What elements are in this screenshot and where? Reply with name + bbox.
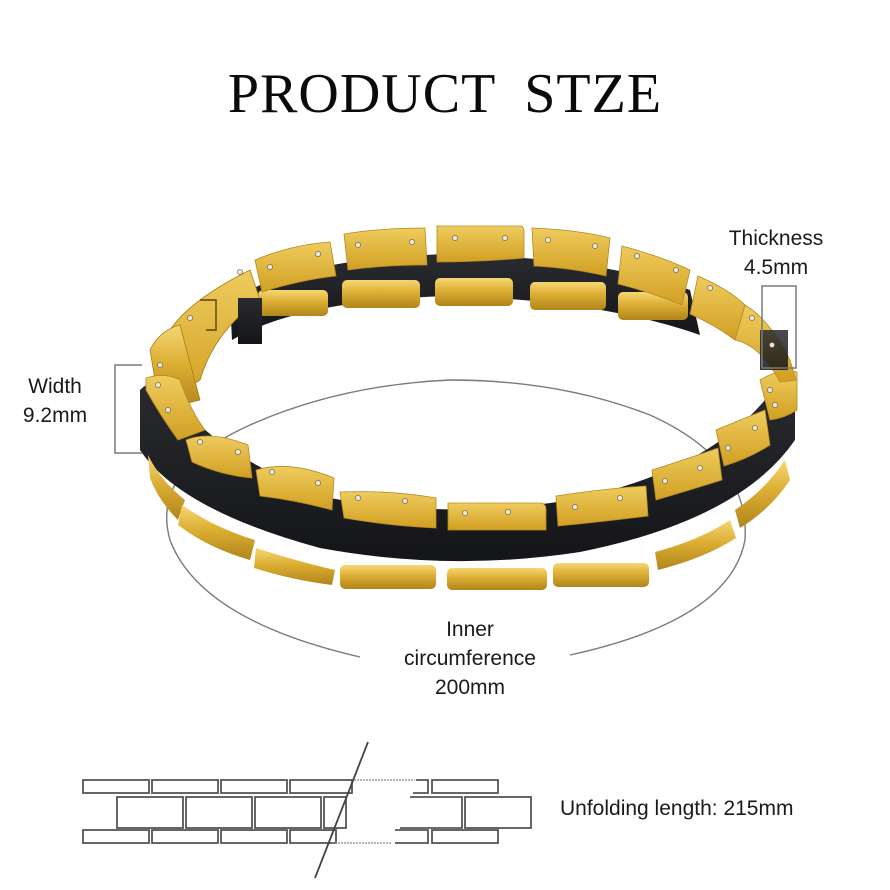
bracelet-back-band: [230, 225, 746, 341]
width-bracket: [114, 364, 142, 454]
thickness-bracket: [761, 285, 797, 369]
page-title: PRODUCT STZE: [227, 63, 663, 125]
inner-circumference-guide: [165, 379, 746, 658]
inner-circumference-label: Inner circumference 200mm: [360, 615, 580, 702]
inner-circumference-value: 200mm: [434, 676, 506, 699]
thickness-title: Thickness: [728, 227, 824, 250]
unfolding-length-label: Unfolding length: 215mm: [560, 797, 794, 820]
thickness-label: Thickness 4.5mm: [706, 224, 846, 282]
width-title: Width: [28, 375, 82, 398]
width-label: Width 9.2mm: [0, 372, 110, 430]
unfolding-break-lines: [314, 741, 415, 879]
width-value: 9.2mm: [22, 404, 88, 427]
unfolding-diagram: [82, 779, 532, 844]
inner-circumference-line2: circumference: [404, 647, 536, 670]
inner-circumference-line1: Inner: [446, 618, 494, 641]
thickness-value: 4.5mm: [743, 256, 809, 279]
bracelet-front-band: [140, 304, 798, 590]
